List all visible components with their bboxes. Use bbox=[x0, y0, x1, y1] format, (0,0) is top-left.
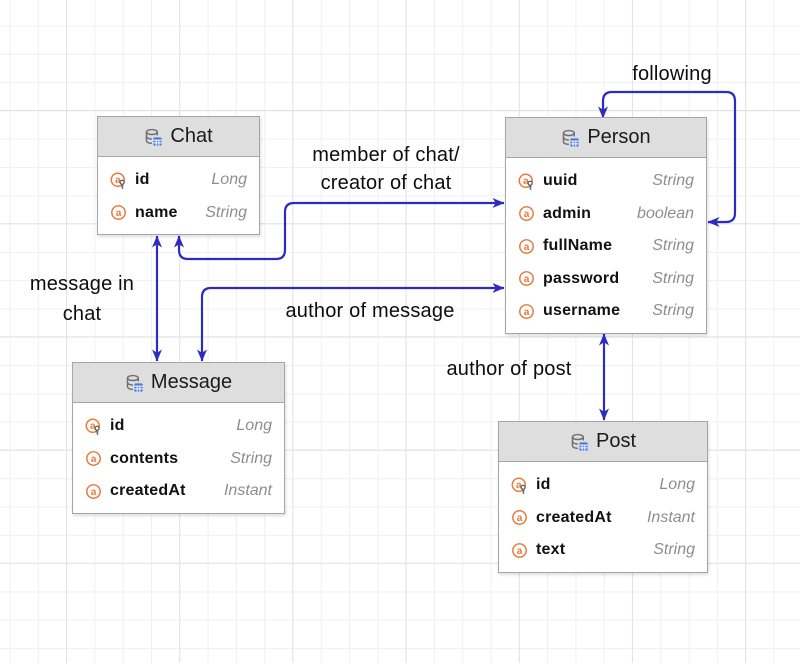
field-name: contents bbox=[110, 449, 179, 467]
field-type: Long bbox=[211, 171, 247, 189]
entity-title: Post bbox=[595, 430, 637, 452]
entity-title: Person bbox=[587, 126, 651, 148]
edge-label-line: creator of chat bbox=[320, 172, 452, 194]
entity-post[interactable]: Post id Long createdAt Instant text Stri… bbox=[498, 421, 708, 573]
entity-post-header[interactable]: Post bbox=[499, 422, 707, 462]
entity-message-header[interactable]: Message bbox=[73, 363, 284, 403]
field-type: String bbox=[652, 237, 694, 255]
edge-author-of-message[interactable] bbox=[197, 283, 505, 362]
field-type: String bbox=[653, 541, 695, 559]
database-table-icon bbox=[126, 374, 143, 392]
edge-member-creator-of-chat[interactable] bbox=[174, 198, 505, 261]
field-type: Instant bbox=[223, 482, 272, 500]
primary-key-icon bbox=[110, 172, 125, 189]
field-name: admin bbox=[543, 204, 592, 222]
field-row[interactable]: id Long bbox=[73, 410, 284, 443]
field-type: Long bbox=[236, 417, 272, 435]
field-row[interactable]: name String bbox=[98, 197, 259, 230]
field-type: String bbox=[652, 172, 694, 190]
field-name: text bbox=[536, 541, 566, 559]
field-row[interactable]: id Long bbox=[499, 469, 707, 502]
attribute-icon bbox=[519, 303, 534, 319]
field-type: String bbox=[652, 302, 694, 320]
field-row[interactable]: createdAt Instant bbox=[73, 475, 284, 508]
edge-label-message-in-chat[interactable]: message in chat bbox=[12, 269, 152, 329]
entity-title: Chat bbox=[170, 125, 213, 147]
field-name: uuid bbox=[543, 172, 578, 190]
database-table-icon bbox=[563, 129, 580, 147]
edge-label-member-creator-of-chat[interactable]: member of chat/ creator of chat bbox=[286, 141, 486, 197]
attribute-icon bbox=[512, 542, 527, 558]
field-type: String bbox=[652, 269, 694, 287]
attribute-icon bbox=[111, 205, 126, 221]
attribute-icon bbox=[512, 510, 527, 526]
primary-key-icon bbox=[85, 418, 100, 435]
entity-message[interactable]: Message id Long contents String createdA… bbox=[72, 362, 285, 514]
entity-chat-header[interactable]: Chat bbox=[98, 117, 259, 157]
field-type: Instant bbox=[646, 508, 695, 526]
edge-label-line: member of chat/ bbox=[312, 144, 460, 166]
field-row[interactable]: admin boolean bbox=[506, 198, 706, 231]
edge-label-line: message in bbox=[29, 273, 135, 295]
field-type: Long bbox=[659, 476, 695, 494]
field-row[interactable]: createdAt Instant bbox=[499, 502, 707, 535]
primary-key-icon bbox=[511, 477, 526, 494]
field-type: boolean bbox=[637, 204, 694, 222]
field-name: id bbox=[110, 417, 125, 435]
primary-key-icon bbox=[518, 173, 533, 190]
field-name: name bbox=[135, 203, 178, 221]
field-name: username bbox=[543, 302, 621, 320]
attribute-icon bbox=[519, 206, 534, 222]
field-row[interactable]: text String bbox=[499, 534, 707, 567]
field-row[interactable]: password String bbox=[506, 263, 706, 296]
field-row[interactable]: username String bbox=[506, 295, 706, 328]
attribute-icon bbox=[86, 483, 101, 499]
attribute-icon bbox=[86, 451, 101, 467]
field-name: password bbox=[543, 269, 620, 287]
edge-label-following[interactable]: following bbox=[632, 63, 712, 85]
entity-person-header[interactable]: Person bbox=[506, 118, 706, 158]
attribute-icon bbox=[519, 238, 534, 254]
edge-label-author-of-post[interactable]: author of post bbox=[446, 358, 572, 380]
field-name: createdAt bbox=[110, 482, 186, 500]
field-name: id bbox=[536, 476, 551, 494]
field-row[interactable]: id Long bbox=[98, 164, 259, 197]
edge-following[interactable] bbox=[598, 90, 737, 227]
field-name: fullName bbox=[543, 237, 613, 255]
edge-label-line: chat bbox=[62, 303, 102, 325]
entity-person[interactable]: Person uuid String admin boolean fullNam… bbox=[505, 117, 707, 334]
field-row[interactable]: uuid String bbox=[506, 165, 706, 198]
database-table-icon bbox=[571, 433, 588, 451]
field-name: id bbox=[135, 171, 150, 189]
entity-chat[interactable]: Chat id Long name String bbox=[97, 116, 260, 235]
entity-title: Message bbox=[150, 371, 233, 393]
database-table-icon bbox=[146, 128, 163, 146]
field-row[interactable]: contents String bbox=[73, 443, 284, 476]
field-row[interactable]: fullName String bbox=[506, 230, 706, 263]
field-type: String bbox=[230, 449, 272, 467]
field-type: String bbox=[205, 203, 247, 221]
field-name: createdAt bbox=[536, 508, 612, 526]
attribute-icon bbox=[519, 271, 534, 287]
edge-label-author-of-message[interactable]: author of message bbox=[285, 300, 455, 322]
